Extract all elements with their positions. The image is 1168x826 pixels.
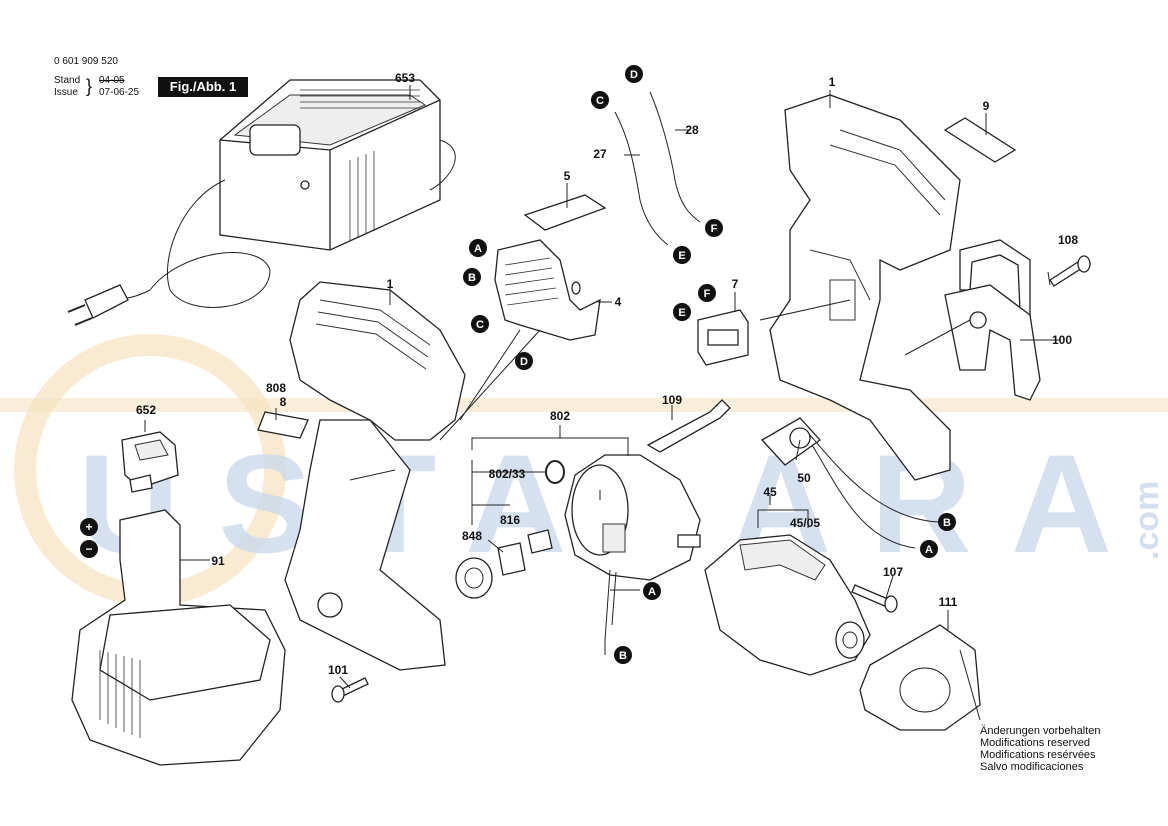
connector-letter: A [474, 243, 482, 255]
part-label: 111 [939, 595, 958, 609]
motor-802 [545, 454, 701, 641]
part-label: 108 [1058, 233, 1078, 247]
brace-glyph: } [86, 76, 93, 96]
part-label: 9 [983, 99, 990, 113]
impact-mechanism-45 [704, 534, 871, 676]
part-label: 653 [395, 71, 415, 85]
battery-pack-91 [71, 509, 286, 766]
issue-value: 07-06-25 [99, 87, 140, 98]
plus-terminal-icon [80, 518, 98, 536]
stand-value: 04-05 [99, 75, 125, 86]
connector-marker [591, 91, 609, 109]
connector-letter: F [704, 288, 711, 300]
connector-marker [614, 646, 632, 664]
part-label: 848 [462, 529, 482, 543]
belt-clip-bracket [944, 239, 1041, 401]
connector-marker [515, 352, 533, 370]
housing-shell-right [769, 94, 961, 481]
part-number: 0 601 909 520 [54, 56, 118, 67]
connector-letter: C [476, 319, 484, 331]
part-label: 802 [550, 409, 570, 423]
connector-marker [705, 219, 723, 237]
part-label: 1 [387, 277, 394, 291]
stand-label: Stand [54, 75, 81, 86]
connector-marker [463, 268, 481, 286]
connector-markers: D C F E A B C D F E B A A B [463, 65, 956, 664]
connector-letter: E [678, 307, 685, 319]
part-label: 808 [266, 381, 286, 395]
note-line: Änderungen vorbehalten [980, 725, 1101, 737]
part-label: 45/05 [790, 516, 820, 530]
part-label: 109 [662, 393, 682, 407]
connector-marker [469, 239, 487, 257]
connector-marker [625, 65, 643, 83]
connector-letter: E [678, 250, 685, 262]
figure-label: Fig./Abb. 1 [158, 77, 248, 97]
nose-cover-111 [859, 624, 981, 731]
part-label: 7 [732, 277, 739, 291]
connector-marker [673, 303, 691, 321]
charger [67, 79, 456, 326]
modification-notes: Änderungen vorbehalten Modifications res… [980, 725, 1100, 773]
part-label: 1 [829, 75, 836, 89]
switch-assembly [494, 194, 607, 341]
label-plate-9 [943, 117, 1017, 163]
connector-letter: A [648, 586, 656, 598]
label-plate-8 [257, 411, 309, 439]
part-label: 91 [211, 554, 225, 568]
note-line: Modifications reserved [980, 737, 1091, 749]
connector-marker [643, 582, 661, 600]
part-label: 100 [1052, 333, 1072, 347]
connector-marker [471, 315, 489, 333]
screw-107 [851, 584, 898, 613]
part-label: 50 [797, 471, 811, 485]
part-label: 27 [593, 147, 607, 161]
connector-letter: D [520, 356, 528, 368]
wires-27-28 [614, 91, 701, 246]
note-line: Salvo modificaciones [980, 761, 1084, 773]
watermark-suffix: .com [1128, 481, 1166, 560]
connector-letter: A [925, 544, 933, 556]
connector-letter: D [630, 69, 638, 81]
part-label: 5 [564, 169, 571, 183]
part-label: 28 [685, 123, 699, 137]
part-label: 802/33 [489, 467, 526, 481]
leader-lines [144, 85, 1060, 721]
watermark-band [0, 398, 1168, 412]
connector-letter: B [468, 272, 476, 284]
screw-101 [331, 677, 369, 703]
connector-letter: F [711, 223, 718, 235]
svg-text:+: + [85, 520, 92, 534]
brush-parts [455, 529, 553, 599]
part-label: 101 [328, 663, 348, 677]
connector-letter: C [596, 95, 604, 107]
part-label: 816 [500, 513, 520, 527]
housing-shell-left [284, 281, 466, 671]
screw-108 [1049, 255, 1091, 287]
part-label: 4 [615, 295, 622, 309]
connector-letter: B [943, 517, 951, 529]
bit-109 [646, 399, 731, 453]
issue-label: Issue [54, 87, 78, 98]
note-line: Modifications resérvées [980, 749, 1096, 761]
led-module-50 [760, 417, 941, 549]
battery-cap-652 [121, 431, 179, 493]
minus-terminal-icon [80, 540, 98, 558]
battery-terminals: + − [80, 518, 98, 558]
connector-marker [938, 513, 956, 531]
part-label: 45 [763, 485, 777, 499]
svg-text:−: − [85, 542, 92, 556]
part-label: 8 [280, 395, 287, 409]
connector-marker [920, 540, 938, 558]
connector-marker [673, 246, 691, 264]
part-label: 107 [883, 565, 903, 579]
part-label: 652 [136, 403, 156, 417]
connector-block-7 [697, 309, 749, 366]
connector-marker [698, 284, 716, 302]
connector-letter: B [619, 650, 627, 662]
